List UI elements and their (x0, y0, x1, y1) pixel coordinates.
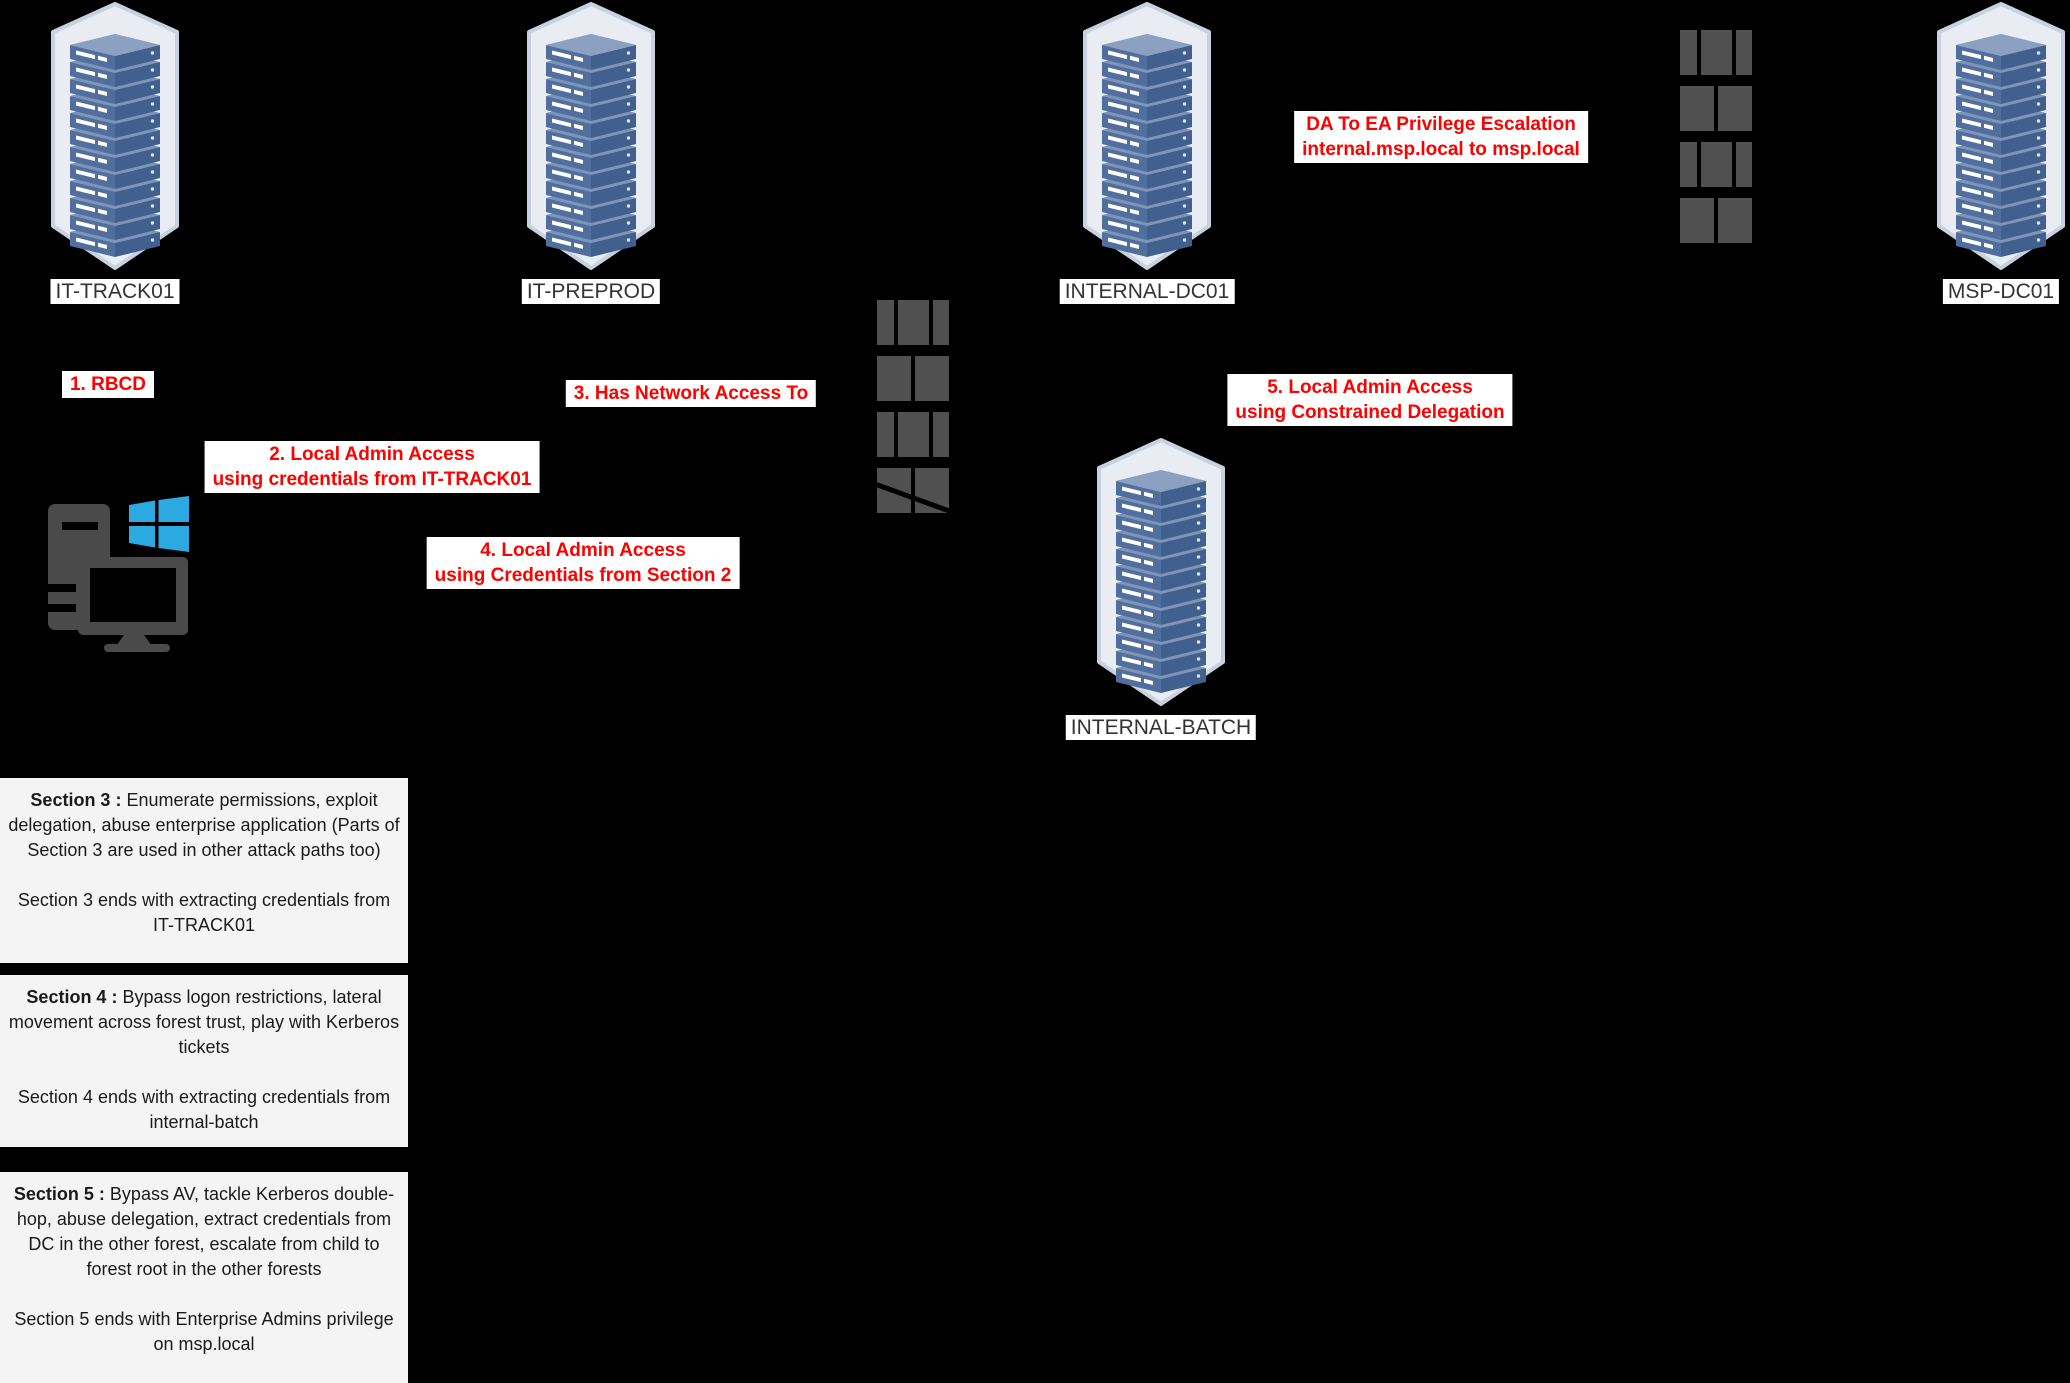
server-icon (1080, 2, 1214, 270)
server-icon (48, 2, 182, 270)
node-label-it-track01: IT-TRACK01 (50, 279, 180, 304)
node-label-internal-batch: INTERNAL-BATCH (1065, 715, 1257, 740)
windows-logo-icon (129, 496, 189, 552)
firewall-icon (1680, 30, 1752, 243)
section-4-body: Bypass logon restrictions, lateral movem… (8, 987, 400, 1057)
server-icon (1934, 2, 2068, 270)
annotation-step-2: 2. Local Admin Access using credentials … (204, 441, 540, 493)
section-5-footer: Section 5 ends with Enterprise Admins pr… (14, 1309, 394, 1354)
section-5-body: Bypass AV, tackle Kerberos double-hop, a… (16, 1184, 395, 1279)
section-3-description: Section 3 :Enumerate permissions, exploi… (8, 788, 400, 863)
node-it-track01: IT-TRACK01 (48, 2, 182, 304)
workstation-icon (48, 496, 189, 652)
section-3-footer: Section 3 ends with extracting credentia… (17, 890, 391, 935)
section-5-heading: Section 5 : (13, 1184, 105, 1204)
section-4-heading: Section 4 : (26, 987, 118, 1007)
node-workstation (40, 490, 196, 652)
node-label-it-preprod: IT-PREPROD (521, 279, 661, 304)
annotation-step-4: 4. Local Admin Access using Credentials … (426, 537, 740, 589)
node-label-internal-dc01: INTERNAL-DC01 (1059, 279, 1235, 304)
annotation-step-5: 5. Local Admin Access using Constrained … (1227, 374, 1513, 426)
section-5-box: Section 5 :Bypass AV, tackle Kerberos do… (0, 1172, 408, 1383)
section-4-description: Section 4 :Bypass logon restrictions, la… (8, 985, 400, 1060)
node-msp-dc01: MSP-DC01 (1934, 2, 2068, 304)
annotation-da-to-ea: DA To EA Privilege Escalation internal.m… (1294, 111, 1588, 163)
node-internal-batch: INTERNAL-BATCH (1065, 438, 1257, 740)
annotation-step-3: 3. Has Network Access To (565, 380, 817, 407)
section-3-box: Section 3 :Enumerate permissions, exploi… (0, 778, 408, 963)
firewall-icon (876, 300, 950, 514)
section-4-footer: Section 4 ends with extracting credentia… (17, 1087, 391, 1132)
section-5-description: Section 5 :Bypass AV, tackle Kerberos do… (8, 1182, 400, 1282)
section-3-body: Enumerate permissions, exploit delegatio… (8, 790, 400, 860)
annotation-step-1: 1. RBCD (61, 371, 155, 398)
server-icon (524, 2, 658, 270)
node-label-msp-dc01: MSP-DC01 (1942, 279, 2060, 304)
section-3-heading: Section 3 : (30, 790, 122, 810)
server-icon (1094, 438, 1228, 706)
node-it-preprod: IT-PREPROD (521, 2, 661, 304)
node-internal-dc01: INTERNAL-DC01 (1059, 2, 1235, 304)
section-4-box: Section 4 :Bypass logon restrictions, la… (0, 975, 408, 1147)
